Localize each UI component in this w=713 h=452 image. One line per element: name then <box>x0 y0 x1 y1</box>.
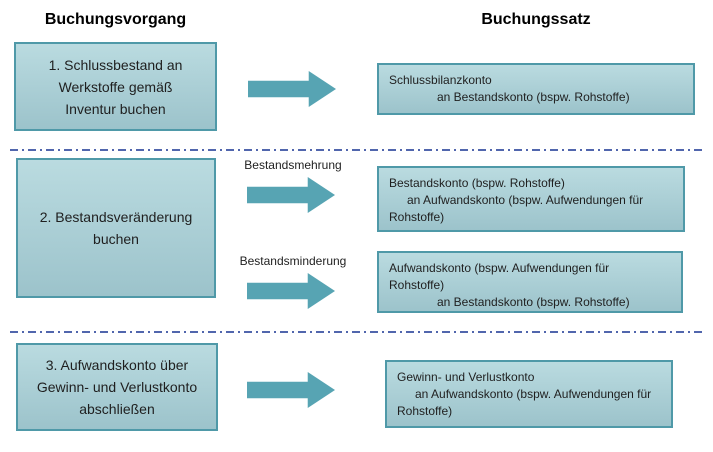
section-divider-2 <box>8 321 706 333</box>
arrow-right-icon <box>248 71 336 107</box>
entry-box-3: Gewinn- und Verlustkonto an Aufwandskont… <box>385 360 673 428</box>
flow-label-bestandsmehrung: Bestandsmehrung <box>244 158 342 172</box>
dash-dot-line-icon <box>10 331 704 333</box>
process-box-3-text: 3. Aufwandskonto über Gewinn- und Verlus… <box>36 357 198 417</box>
entry-box-2-increase: Bestandskonto (bspw. Rohstoffe) an Aufwa… <box>377 166 685 232</box>
entry-box-2-decrease: Aufwandskonto (bspw. Aufwendungen für Ro… <box>377 251 683 313</box>
column-header-buchungsvorgang: Buchungsvorgang <box>44 11 187 28</box>
column-header-buchungssatz: Buchungssatz <box>481 11 591 28</box>
process-box-2: 2. Bestandsveränderung buchen <box>16 158 216 298</box>
dash-dot-line-icon <box>10 149 704 151</box>
flow-label-bestandsminderung: Bestandsminderung <box>239 254 347 268</box>
process-box-3: 3. Aufwandskonto über Gewinn- und Verlus… <box>16 343 218 431</box>
section-divider-1 <box>8 139 706 151</box>
process-box-2-text: 2. Bestandsveränderung buchen <box>39 209 193 247</box>
arrow-right-icon <box>247 372 335 408</box>
arrow-right-icon <box>247 177 335 213</box>
process-box-1-text: 1. Schlussbestand an Werkstoffe gemäß In… <box>48 56 183 117</box>
process-box-1: 1. Schlussbestand an Werkstoffe gemäß In… <box>14 42 217 131</box>
entry-box-1: Schlussbilanzkonto an Bestandskonto (bsp… <box>377 63 695 115</box>
arrow-right-icon <box>247 273 335 309</box>
